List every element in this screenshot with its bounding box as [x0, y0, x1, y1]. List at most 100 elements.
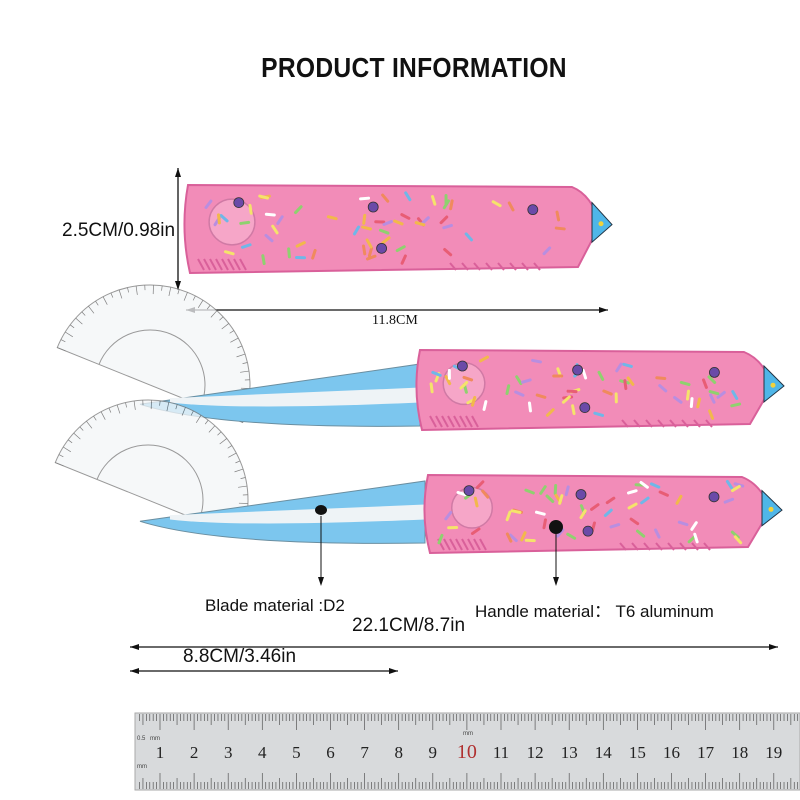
sprinkle [505, 510, 512, 522]
sprinkle [352, 225, 361, 236]
protractor-tick [210, 310, 218, 318]
sprinkle [605, 496, 616, 505]
grip-groove [621, 419, 629, 428]
screw [463, 485, 475, 497]
ruler-number: 7 [360, 743, 369, 762]
sprinkle [420, 216, 430, 225]
protractor-tick [135, 285, 138, 295]
sprinkle [311, 248, 317, 260]
sprinkle [491, 200, 502, 208]
sprinkle [219, 214, 229, 223]
sprinkle [542, 518, 547, 530]
sprinkle [733, 482, 745, 488]
grip-groove [681, 419, 689, 428]
sprinkle [475, 480, 485, 490]
blade-stripe [170, 504, 425, 524]
protractor-tick [58, 454, 64, 458]
handle-height-label: 2.5CM/0.98in [62, 220, 176, 241]
sprinkle [430, 195, 437, 206]
sprinkle [326, 215, 338, 221]
sprinkle [520, 531, 527, 542]
ruler-number: 11 [493, 743, 509, 762]
sprinkle [545, 494, 555, 504]
sprinkle [261, 254, 266, 266]
grip-groove [443, 538, 451, 551]
sprinkle [535, 393, 547, 399]
ruler-number: 3 [224, 743, 233, 762]
sprinkle [571, 404, 576, 416]
sprinkle [702, 378, 708, 389]
sprinkle [524, 488, 535, 495]
sprinkle [524, 538, 536, 543]
grip-groove [215, 258, 223, 271]
grip-groove [441, 415, 449, 428]
sprinkle [481, 489, 490, 499]
protractor-tick [75, 317, 83, 325]
sprinkle [295, 241, 306, 248]
protractor-tick [116, 404, 121, 414]
protractor-tick [161, 285, 163, 291]
ruler-number: 8 [394, 743, 403, 762]
sprinkle [534, 510, 546, 516]
sprinkle [366, 254, 377, 261]
grip-groove [227, 258, 235, 271]
screw [575, 489, 587, 500]
protractor-tick [204, 419, 209, 425]
grip-groove [461, 538, 469, 551]
sprinkle [649, 482, 661, 489]
sprinkle [449, 199, 454, 211]
sprinkle [470, 527, 481, 535]
sprinkle [615, 362, 623, 373]
grip-groove [461, 262, 469, 271]
sprinkle [361, 225, 372, 231]
grip-groove [447, 415, 455, 428]
sprinkle [730, 402, 742, 408]
protractor-tick [230, 337, 239, 343]
protractor-tick [159, 400, 161, 406]
grip-groove [669, 419, 677, 428]
ruler-number: 14 [595, 743, 613, 762]
sprinkle [636, 529, 646, 538]
sprinkle [725, 479, 734, 490]
blade-length-arrow [130, 668, 398, 674]
sprinkle [271, 224, 279, 235]
ruler-body [134, 712, 800, 791]
grip-groove [203, 258, 211, 271]
protractor-tick [110, 292, 114, 298]
protractor-tick [125, 402, 127, 408]
sprinkle [381, 236, 391, 245]
sprinkle [447, 368, 451, 380]
sprinkle [295, 256, 307, 260]
protractor-tick [234, 468, 244, 473]
ruler-number: 2 [190, 743, 199, 762]
protractor-tick [88, 305, 95, 314]
grip-groove [455, 538, 463, 551]
sprinkle [482, 400, 488, 411]
sprinkle [673, 396, 683, 404]
protractor-tick [177, 289, 180, 295]
sprinkle [395, 245, 406, 253]
grip-groove [449, 262, 457, 271]
page-title: PRODUCT INFORMATION [261, 52, 567, 83]
sprinkle [655, 376, 667, 380]
sprinkle [507, 201, 515, 212]
grip-groove [705, 419, 713, 428]
sprinkle [505, 384, 511, 396]
blade-length-label: 8.8CM/3.46in [183, 646, 297, 667]
protractor-tick [221, 323, 230, 330]
grip-groove [485, 262, 493, 271]
sprinkle [204, 199, 213, 209]
grip-groove [633, 419, 641, 428]
sprinkle [640, 496, 650, 505]
sprinkle [217, 213, 221, 225]
screw [376, 242, 388, 254]
sprinkle [693, 532, 699, 544]
sprinkle [733, 535, 743, 545]
ruler-number: 16 [663, 743, 680, 762]
sprinkle [690, 521, 698, 531]
protractor-tick [227, 445, 233, 449]
grip-groove [467, 538, 475, 551]
protractor-arc [98, 329, 206, 406]
sprinkle [566, 532, 577, 540]
sprinkle [447, 525, 459, 530]
